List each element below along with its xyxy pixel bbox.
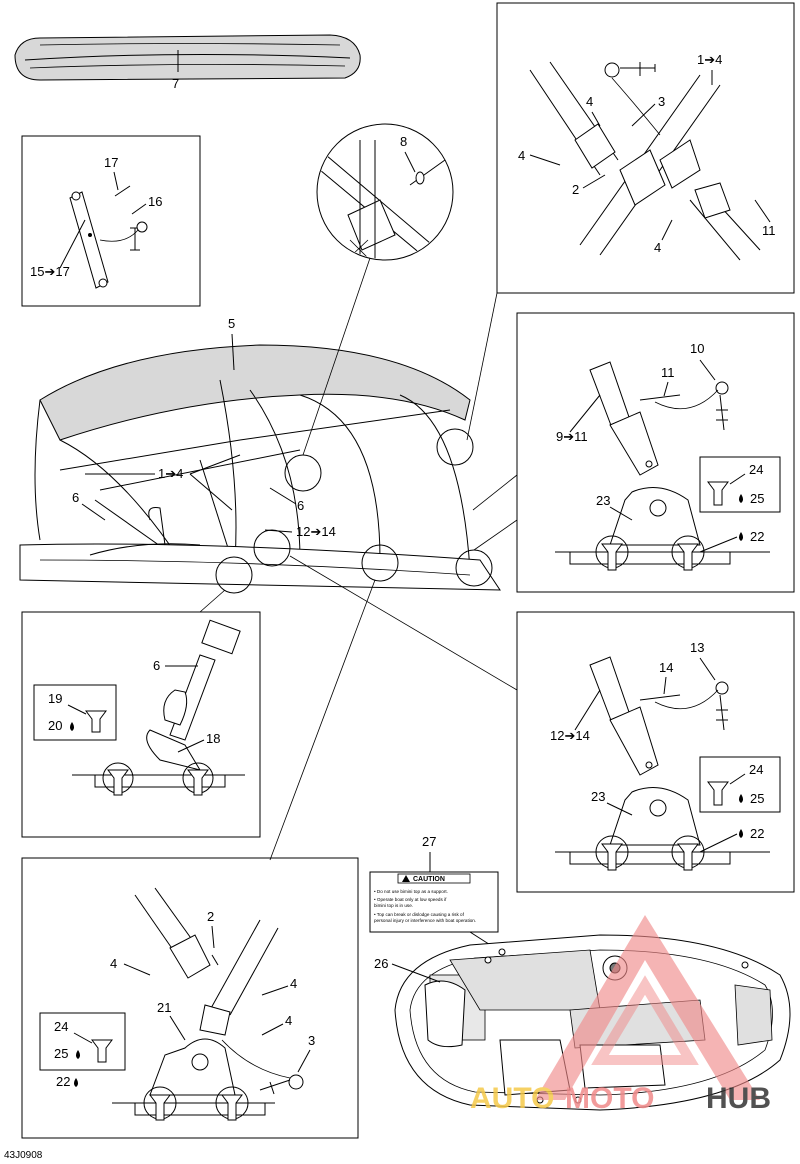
rear-fitting-illustration <box>555 361 770 571</box>
caution-line: • Do not use bimini top as a support. <box>374 889 448 894</box>
callout-label: 3 <box>308 1033 315 1048</box>
strap-illustration <box>69 191 109 289</box>
detail-circle-marker <box>284 454 322 492</box>
callout-label: 6 <box>153 658 160 673</box>
callout-label: 25 <box>750 791 764 806</box>
tube-joint-illustration <box>319 140 451 259</box>
callout-label: 19 <box>48 691 62 706</box>
callout-label: 4 <box>518 148 525 163</box>
caution-label-sticker <box>369 871 499 933</box>
callout-label: 9➔11 <box>556 429 588 444</box>
callout-label: 20 <box>48 718 62 733</box>
callout-label: 6 <box>72 490 79 505</box>
callout-label: 24 <box>749 762 763 777</box>
detail-box-rear-fitting <box>516 312 795 593</box>
callout-label: 4 <box>586 94 593 109</box>
callout-label: 7 <box>172 76 179 91</box>
watermark-text-hub: HUB <box>706 1082 771 1115</box>
detail-box-bow-mount <box>21 857 359 1139</box>
oil-drop-icon <box>74 1078 78 1087</box>
callout-label: 21 <box>157 1000 171 1015</box>
caution-line: • Operate boat only at low speeds if <box>374 897 447 902</box>
callout-label: 22 <box>750 826 764 841</box>
callout-label: 4 <box>110 956 117 971</box>
callout-label: 23 <box>596 493 610 508</box>
pin-illustration <box>99 185 148 251</box>
callout-label: 11 <box>661 365 675 380</box>
oil-drop-icon <box>739 532 743 541</box>
detail-circle-marker <box>215 556 253 594</box>
warning-triangle-icon <box>402 875 410 882</box>
screw-inset-box <box>39 1012 126 1071</box>
callout-label: 16 <box>148 194 162 209</box>
callout-label: 4 <box>285 1013 292 1028</box>
callout-label: 12➔14 <box>296 524 336 539</box>
callout-label: 1➔4 <box>697 52 722 67</box>
callout-label: 22 <box>750 529 764 544</box>
detail-circle-marker <box>436 428 474 466</box>
callout-label: 22 <box>56 1074 70 1089</box>
oil-drop-icon <box>76 1050 80 1059</box>
screw-inset-box <box>33 684 117 741</box>
callout-label: 2 <box>572 182 579 197</box>
strap-attachment-illustration <box>72 619 245 796</box>
watermark-logo: AUTO MOTO HUB <box>470 915 771 1115</box>
diagram-code: 43J0908 <box>4 1150 43 1161</box>
screw-inset-box <box>699 756 781 813</box>
detail-box-strap-attachment <box>21 611 261 838</box>
callout-label: 27 <box>422 834 436 849</box>
caution-header-box <box>397 873 471 884</box>
oil-drop-icon <box>70 722 74 731</box>
callout-label: 18 <box>206 731 220 746</box>
callout-label: 26 <box>374 956 388 971</box>
tube-assembly-illustration <box>529 61 761 261</box>
callout-label: 12➔14 <box>550 728 590 743</box>
callout-label: 4 <box>290 976 297 991</box>
callout-label: 24 <box>54 1019 68 1034</box>
detail-circle-marker <box>253 529 291 567</box>
oil-drop-icon <box>739 794 743 803</box>
caution-line: bimini top is in use. <box>374 903 413 908</box>
callout-label: 14 <box>659 660 673 675</box>
callout-label: 1➔4 <box>158 466 183 481</box>
callout-label: 25 <box>750 491 764 506</box>
callout-label: 10 <box>690 341 704 356</box>
callout-label: 6 <box>297 498 304 513</box>
detail-box-bow-strap <box>21 135 201 307</box>
bow-mount-illustration <box>91 887 304 1121</box>
callout-label: 4 <box>654 240 661 255</box>
detail-circle-rivet <box>316 123 454 261</box>
watermark-text-moto: MOTO <box>565 1082 654 1115</box>
caution-line: personal injury or interference with boa… <box>374 918 476 923</box>
callout-label: 17 <box>104 155 118 170</box>
callout-label: 25 <box>54 1046 68 1061</box>
callout-label: 15➔17 <box>30 264 70 279</box>
callout-label: 8 <box>400 134 407 149</box>
callout-label: 23 <box>591 789 605 804</box>
screw-inset-box <box>699 456 781 513</box>
detail-circle-marker <box>361 544 399 582</box>
watermark-text-auto: AUTO <box>470 1082 554 1115</box>
callout-label: 3 <box>658 94 665 109</box>
boot-cover-illustration <box>14 34 361 81</box>
callout-label: 24 <box>749 462 763 477</box>
callout-label: 11 <box>762 223 776 238</box>
callout-label: 13 <box>690 640 704 655</box>
callout-label: 2 <box>207 909 214 924</box>
oil-drop-icon <box>739 494 743 503</box>
caution-heading: CAUTION <box>413 876 445 883</box>
bimini-top-main-illustration <box>19 344 501 591</box>
callout-label: 5 <box>228 316 235 331</box>
oil-drop-icon <box>739 829 743 838</box>
detail-box-tube-joint <box>496 2 795 294</box>
caution-line: • Top can break or dislodge causing a ri… <box>374 912 465 917</box>
mid-fitting-illustration <box>555 656 770 871</box>
detail-box-mid-fitting <box>516 611 795 893</box>
